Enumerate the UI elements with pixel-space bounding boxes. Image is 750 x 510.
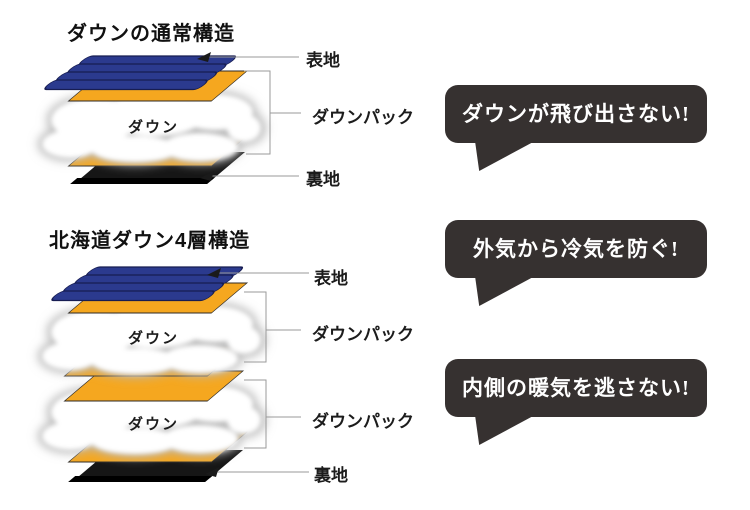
pack-bracket-2b [244, 379, 267, 449]
lining-arrow-icon-2 [205, 467, 219, 477]
label-down-1: ダウン [128, 120, 180, 136]
outer-arrow-icon-1 [197, 52, 211, 62]
pack-bracket-2a [244, 291, 267, 363]
label-lining-1: 裏地 [306, 170, 340, 189]
callout-text-2: 外気から冷気を防ぐ! [473, 237, 679, 261]
label-down-pack-2a: ダウンパック [312, 325, 414, 344]
label-lining-2: 裏地 [314, 466, 348, 485]
diagram2-layers [38, 266, 266, 482]
callout-text-3: 内側の暖気を逃さない! [462, 376, 690, 400]
callout-bubble-3: 内側の暖気を逃さない! [445, 359, 707, 445]
label-down-pack-1: ダウンパック [312, 108, 414, 127]
label-outer-fabric-2: 表地 [314, 269, 348, 288]
callout-text-1: ダウンが飛び出さない! [462, 102, 690, 126]
diagram2-title: 北海道ダウン4層構造 [49, 230, 251, 252]
label-outer-fabric-1: 表地 [306, 51, 340, 70]
callout-bubble-2: 外気から冷気を防ぐ! [445, 220, 707, 306]
diagram2-guides [214, 272, 309, 473]
outer-arrow-icon-2 [207, 268, 221, 278]
label-down-2b: ダウン [128, 417, 180, 433]
lining-arrow-icon-1 [200, 171, 214, 181]
label-down-pack-2b: ダウンパック [312, 412, 414, 431]
callout-bubble-1: ダウンが飛び出さない! [445, 85, 707, 171]
label-down-2a: ダウン [128, 331, 180, 347]
diagram1-title: ダウンの通常構造 [67, 23, 235, 45]
diagram1-guides [206, 56, 301, 177]
